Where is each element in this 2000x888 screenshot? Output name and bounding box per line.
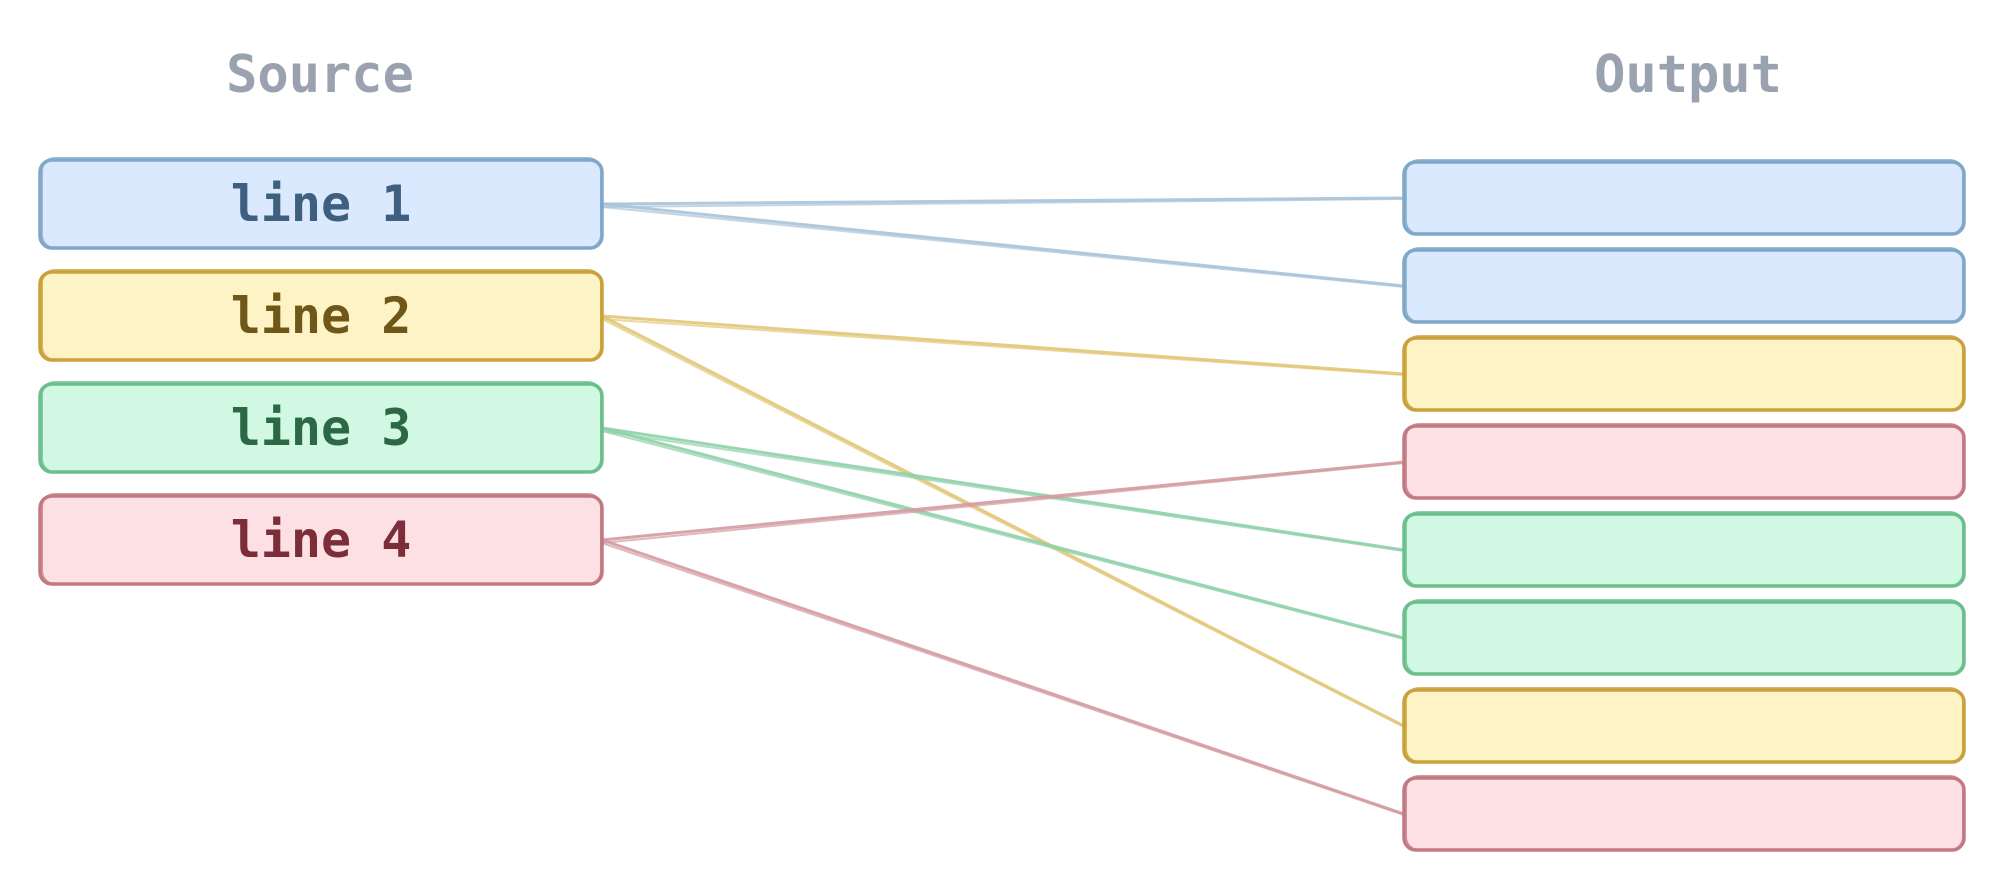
source-box-4: line 4 bbox=[38, 493, 604, 586]
output-box-3-outline bbox=[1405, 335, 1964, 411]
output-box-6-outline bbox=[1405, 599, 1964, 675]
output-box-8-outline bbox=[1405, 775, 1964, 851]
link-line-2-to-output-7 bbox=[600, 314, 1406, 728]
link-line-1-to-output-1 bbox=[600, 196, 1406, 208]
link-line-3-to-output-5 bbox=[600, 426, 1406, 552]
link-line-3-to-output-6 bbox=[600, 426, 1406, 640]
source-box-label: line 1 bbox=[231, 175, 412, 233]
output-box-8 bbox=[1402, 775, 1966, 852]
source-box-label: line 4 bbox=[231, 511, 412, 569]
output-box-1-fill bbox=[1402, 160, 1966, 236]
output-box-1 bbox=[1402, 159, 1966, 236]
output-box-6-fill bbox=[1402, 600, 1966, 676]
output-box-3-fill bbox=[1402, 336, 1966, 412]
boxes-layer: line 1 line 2 line 3 line 4 bbox=[38, 157, 1966, 852]
output-box-4 bbox=[1402, 423, 1966, 500]
source-box-3-outline bbox=[41, 381, 602, 473]
link-line-2-to-output-3 bbox=[600, 314, 1406, 376]
output-box-6 bbox=[1402, 599, 1966, 676]
source-box-2: line 2 bbox=[38, 269, 604, 362]
output-box-4-outline bbox=[1405, 423, 1964, 499]
source-box-label: line 2 bbox=[231, 287, 412, 345]
output-box-2 bbox=[1402, 247, 1966, 324]
output-box-4-fill bbox=[1402, 424, 1966, 500]
output-box-2-fill bbox=[1402, 248, 1966, 324]
output-box-5-outline bbox=[1405, 511, 1964, 587]
links-layer bbox=[600, 196, 1406, 816]
source-box-4-outline bbox=[41, 493, 602, 585]
source-column-title: Source bbox=[226, 45, 414, 105]
output-box-5-fill bbox=[1402, 512, 1966, 588]
output-box-7-fill bbox=[1402, 688, 1966, 764]
output-box-7 bbox=[1402, 687, 1966, 764]
source-box-1-outline bbox=[41, 157, 602, 249]
source-box-2-outline bbox=[41, 269, 602, 361]
source-box-3: line 3 bbox=[38, 381, 604, 474]
output-box-2-outline bbox=[1405, 247, 1964, 323]
output-box-8-fill bbox=[1402, 776, 1966, 852]
output-box-7-outline bbox=[1405, 687, 1964, 763]
output-box-5 bbox=[1402, 511, 1966, 588]
source-box-1: line 1 bbox=[38, 157, 604, 250]
source-box-label: line 3 bbox=[231, 399, 412, 457]
output-box-1-outline bbox=[1405, 159, 1964, 235]
output-box-3 bbox=[1402, 335, 1966, 412]
link-line-4-to-output-8 bbox=[600, 538, 1406, 816]
link-line-4-to-output-4 bbox=[600, 460, 1406, 544]
output-column-title: Output bbox=[1594, 45, 1782, 105]
link-line-1-to-output-2 bbox=[600, 202, 1406, 288]
